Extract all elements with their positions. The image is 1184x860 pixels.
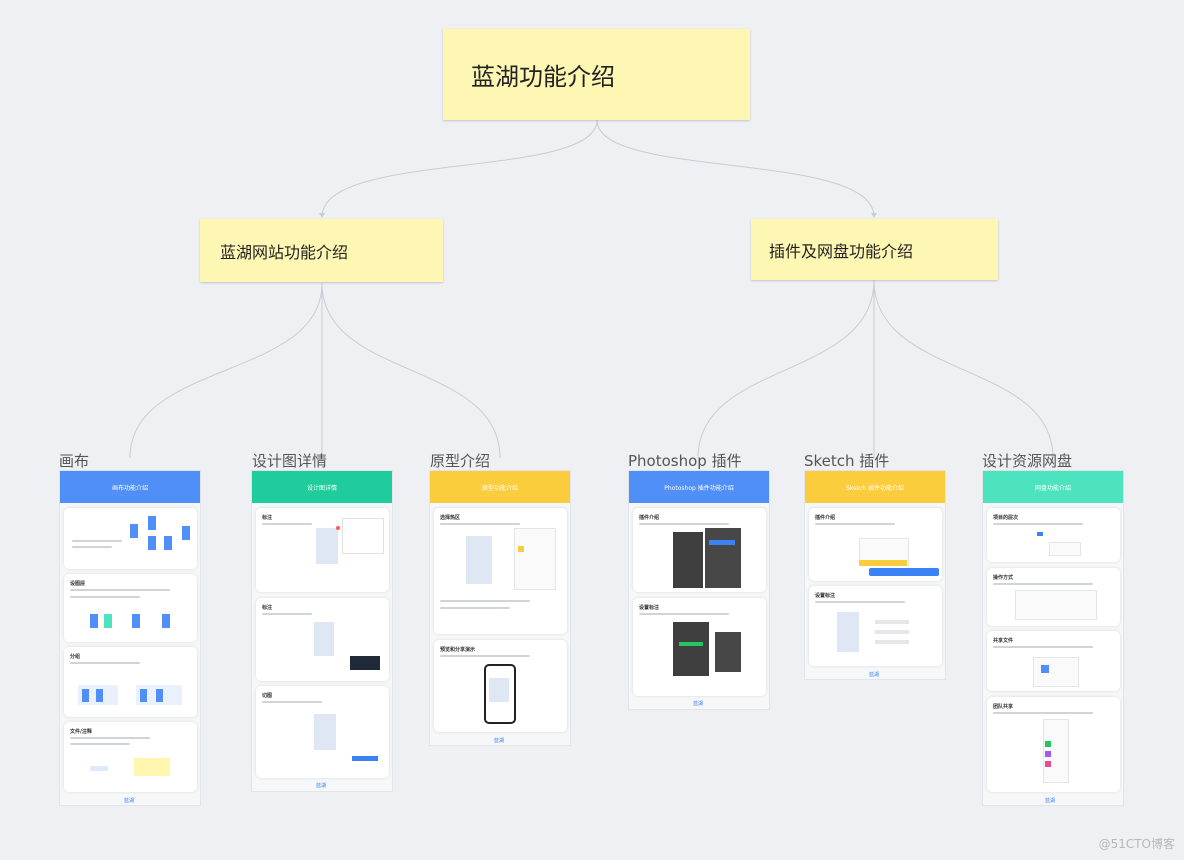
panel-title: 切图 [262, 693, 273, 699]
footer-link[interactable]: 蓝湖 [1045, 798, 1056, 804]
card-header: 网盘功能介绍 [983, 471, 1123, 503]
card-header: Photoshop 插件功能介绍 [629, 471, 769, 503]
panel-title: 标注 [262, 605, 273, 611]
panel-title: 设置标注 [639, 605, 660, 611]
panel: 插件介绍 [809, 508, 942, 581]
panel: 选择热区 [434, 508, 567, 634]
edge-root-b1 [321, 119, 598, 218]
leaf-title-canvas: 画布 [59, 452, 90, 470]
leaf-title-photoshop: Photoshop 插件 [628, 452, 742, 470]
edge-b1-canvas [129, 282, 323, 459]
branch-website-label: 蓝湖网站功能介绍 [220, 242, 349, 262]
panel: 插件介绍 [633, 508, 766, 592]
footer-link[interactable]: 蓝湖 [494, 738, 505, 744]
panel-title: 文件/注释 [70, 729, 92, 735]
card-design-detail[interactable]: 设计图详情 标注 标注 切图 蓝湖 [251, 470, 393, 792]
edge-b1-proto [321, 282, 501, 459]
panel: 文件/注释 [64, 722, 197, 792]
footer-link[interactable]: 蓝湖 [124, 798, 135, 804]
root-topic[interactable]: 蓝湖功能介绍 [443, 29, 750, 120]
edge-b2-disk [873, 279, 1054, 459]
watermark: @51CTO博客 [1098, 837, 1175, 851]
panel-title: 项目的层次 [993, 515, 1019, 521]
panel-title: 选择热区 [440, 515, 461, 521]
panel: 团队共享 [987, 697, 1120, 792]
panel: 项目的层次 [987, 508, 1120, 562]
panel-title: 团队共享 [993, 704, 1014, 710]
branch-plugins-label: 插件及网盘功能介绍 [769, 241, 914, 261]
panel-title: 插件介绍 [639, 515, 660, 521]
footer-link[interactable]: 蓝湖 [869, 672, 880, 678]
panel: 分组 [64, 647, 197, 717]
leaf-title-prototype: 原型介绍 [430, 452, 491, 470]
panel: 共享文件 [987, 631, 1120, 691]
panel [64, 508, 197, 569]
panel-title: 预览和分享演示 [440, 647, 476, 653]
edge-b2-ps [697, 279, 875, 459]
footer-link[interactable]: 蓝湖 [693, 701, 704, 707]
panel: 预览和分享演示 [434, 640, 567, 732]
panel: 设图层 [64, 574, 197, 642]
panel-title: 插件介绍 [815, 515, 836, 521]
card-disk[interactable]: 网盘功能介绍 项目的层次 操作方式 共享文件 团队共享 蓝湖 [982, 470, 1124, 806]
panel: 设置标注 [633, 598, 766, 696]
footer-link[interactable]: 蓝湖 [316, 783, 327, 789]
leaf-title-sketch: Sketch 插件 [804, 452, 890, 470]
card-header: Sketch 插件功能介绍 [805, 471, 945, 503]
panel: 操作方式 [987, 568, 1120, 626]
branch-plugins[interactable]: 插件及网盘功能介绍 [751, 219, 998, 280]
card-sketch[interactable]: Sketch 插件功能介绍 插件介绍 设置标注 蓝湖 [804, 470, 946, 680]
panel: 标注 [256, 508, 389, 592]
card-canvas[interactable]: 画布功能介绍 设图层 分组 文件/注释 蓝湖 [59, 470, 201, 806]
branch-website[interactable]: 蓝湖网站功能介绍 [200, 219, 443, 282]
panel: 设置标注 [809, 586, 942, 666]
leaf-title-disk: 设计资源网盘 [982, 452, 1073, 470]
leaf-title-design-detail: 设计图详情 [252, 452, 328, 470]
panel: 切图 [256, 686, 389, 778]
card-photoshop[interactable]: Photoshop 插件功能介绍 插件介绍 设置标注 蓝湖 [628, 470, 770, 710]
panel-title: 设图层 [70, 581, 86, 587]
panel-title: 操作方式 [993, 575, 1014, 581]
card-header: 画布功能介绍 [60, 471, 200, 503]
panel-title: 标注 [262, 515, 273, 521]
edge-root-b2 [596, 119, 875, 218]
card-header: 原型功能介绍 [430, 471, 570, 503]
card-prototype[interactable]: 原型功能介绍 选择热区 预览和分享演示 蓝湖 [429, 470, 571, 746]
card-header: 设计图详情 [252, 471, 392, 503]
panel-title: 共享文件 [993, 638, 1014, 644]
panel-title: 分组 [70, 654, 81, 660]
panel: 标注 [256, 598, 389, 681]
panel-title: 设置标注 [815, 593, 836, 599]
root-label: 蓝湖功能介绍 [471, 63, 615, 91]
